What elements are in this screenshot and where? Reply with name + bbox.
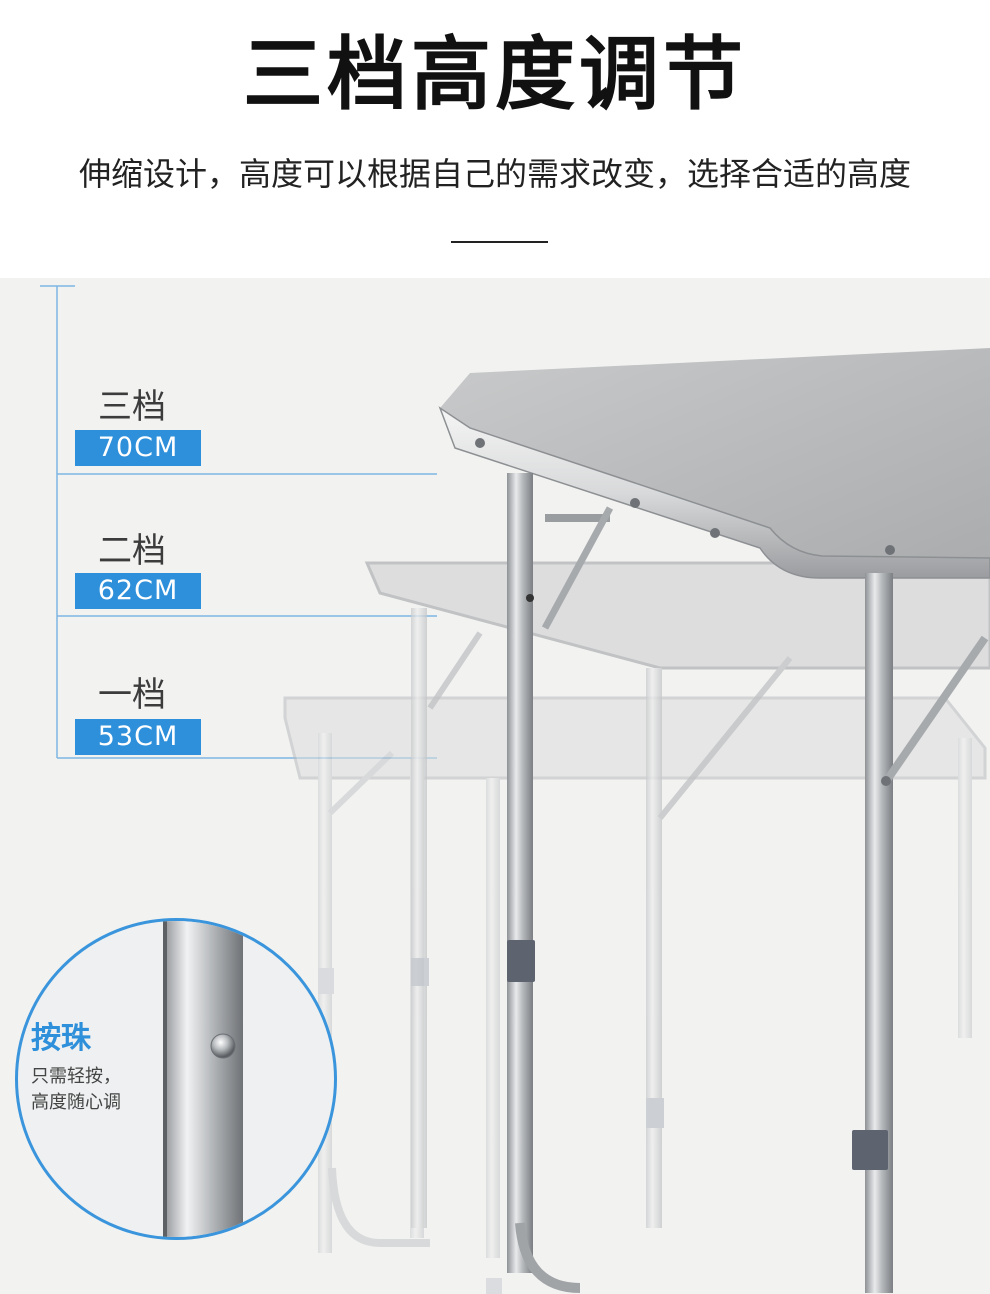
title-divider <box>451 241 548 243</box>
leg-closeup-image <box>163 921 243 1237</box>
tables-illustration <box>40 285 990 1294</box>
product-photo: 三档 70CM 二档 62CM 一档 53CM <box>0 278 990 1294</box>
level-1-label: 一档 <box>98 675 166 715</box>
level-2-height-badge: 62CM <box>75 573 201 609</box>
level-1-height-badge: 53CM <box>75 719 201 755</box>
button-closeup-line-1: 只需轻按， <box>31 1066 121 1087</box>
button-closeup-title: 按珠 <box>31 1021 91 1056</box>
button-closeup-line-2: 高度随心调 <box>31 1092 121 1113</box>
level-2-label: 二档 <box>98 531 166 571</box>
page-subtitle: 伸缩设计，高度可以根据自己的需求改变，选择合适的高度 <box>78 155 911 193</box>
page-title: 三档高度调节 <box>243 28 747 121</box>
level-3-height-badge: 70CM <box>75 430 201 466</box>
height-guide-lines <box>40 285 437 759</box>
table-high <box>438 348 990 1293</box>
level-3-label: 三档 <box>98 387 166 427</box>
table-mid <box>364 561 990 1228</box>
button-closeup-circle: 按珠 只需轻按， 高度随心调 <box>15 918 337 1240</box>
